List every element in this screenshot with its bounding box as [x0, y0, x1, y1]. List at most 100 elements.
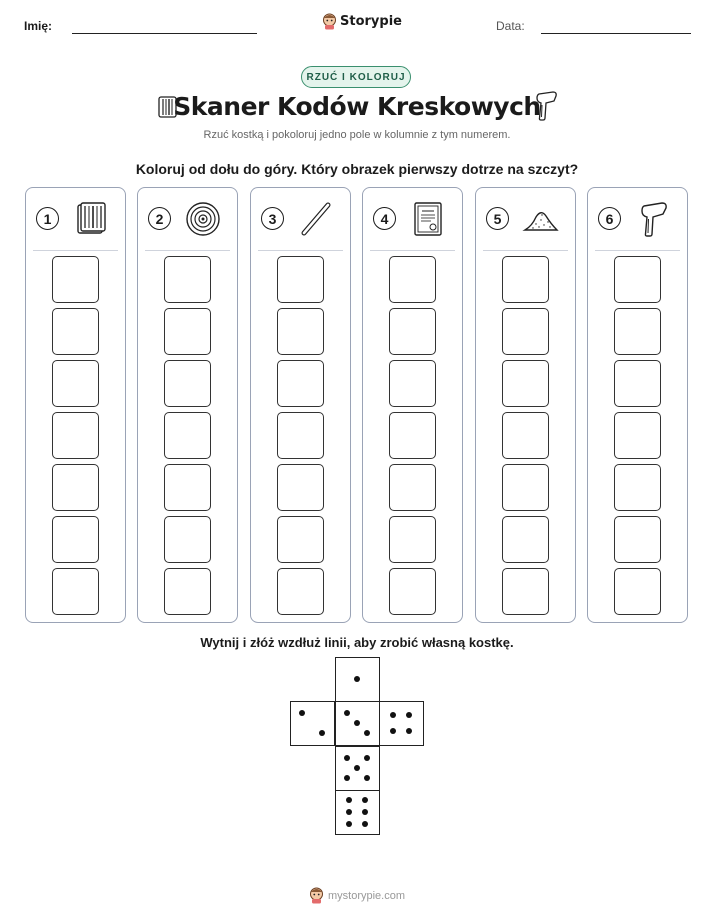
die-pip: [354, 720, 360, 726]
die-face-3: [335, 701, 380, 746]
die-face-2: [290, 701, 335, 746]
die-pip: [389, 728, 396, 735]
color-box[interactable]: [389, 412, 436, 459]
die-pip: [406, 711, 413, 718]
footer: mystorypie.com: [309, 887, 405, 904]
footer-url[interactable]: mystorypie.com: [328, 889, 406, 902]
die-pip: [362, 797, 369, 804]
color-box[interactable]: [389, 568, 436, 615]
column-divider: [145, 250, 230, 251]
color-box[interactable]: [164, 412, 211, 459]
die-face-6: [335, 790, 380, 835]
column-5: 5: [475, 187, 576, 623]
color-box[interactable]: [52, 308, 99, 355]
color-box[interactable]: [502, 464, 549, 511]
column-number: 4: [373, 207, 396, 230]
barcode-scanner-icon: [536, 91, 557, 121]
color-box[interactable]: [277, 464, 324, 511]
storypie-mascot-icon: [310, 887, 323, 904]
color-box[interactable]: [502, 308, 549, 355]
color-box[interactable]: [52, 256, 99, 303]
column-header: 5: [476, 188, 575, 250]
column-number: 2: [148, 207, 171, 230]
column-2: 2: [137, 187, 238, 623]
die-pip: [389, 711, 396, 718]
color-box[interactable]: [164, 256, 211, 303]
color-box[interactable]: [389, 308, 436, 355]
column-number: 6: [598, 207, 621, 230]
color-box[interactable]: [389, 516, 436, 563]
color-box[interactable]: [277, 516, 324, 563]
color-box[interactable]: [164, 568, 211, 615]
brand-name: Storypie: [340, 14, 402, 29]
die-pip: [345, 797, 352, 804]
sand-pile-icon: [522, 200, 560, 238]
column-number: 3: [261, 207, 284, 230]
color-box[interactable]: [389, 360, 436, 407]
die-pip: [354, 765, 360, 771]
barcode-scanner-icon: [634, 200, 672, 238]
color-box[interactable]: [277, 568, 324, 615]
color-box[interactable]: [502, 256, 549, 303]
color-box[interactable]: [614, 256, 661, 303]
column-header: 4: [363, 188, 462, 250]
color-box[interactable]: [164, 464, 211, 511]
color-box[interactable]: [52, 412, 99, 459]
activity-badge: RZUĆ I KOLORUJ: [301, 66, 411, 88]
barcode-cards-icon: [158, 96, 177, 118]
column-header: 3: [251, 188, 350, 250]
color-box[interactable]: [164, 360, 211, 407]
die-pip: [318, 729, 325, 736]
column-6: 6: [587, 187, 688, 623]
color-box[interactable]: [52, 516, 99, 563]
column-number: 1: [36, 207, 59, 230]
color-box[interactable]: [277, 256, 324, 303]
color-box[interactable]: [52, 464, 99, 511]
die-pip: [406, 728, 413, 735]
column-divider: [483, 250, 568, 251]
color-box[interactable]: [277, 308, 324, 355]
color-box[interactable]: [52, 568, 99, 615]
color-box[interactable]: [52, 360, 99, 407]
column-divider: [595, 250, 680, 251]
die-pip: [354, 676, 360, 682]
color-box[interactable]: [502, 516, 549, 563]
color-box[interactable]: [277, 360, 324, 407]
color-box[interactable]: [614, 464, 661, 511]
column-divider: [258, 250, 343, 251]
column-4: 4: [362, 187, 463, 623]
color-box[interactable]: [614, 360, 661, 407]
die-face-1: [335, 657, 380, 702]
die-pip: [363, 729, 370, 736]
column-number: 5: [486, 207, 509, 230]
column-header: 6: [588, 188, 687, 250]
color-box[interactable]: [277, 412, 324, 459]
page-title: Skaner Kodów Kreskowych: [173, 92, 541, 121]
die-pip: [363, 774, 370, 781]
cut-instruction: Wytnij i złóż wzdłuż linii, aby zrobić w…: [200, 635, 514, 650]
die-pip: [362, 809, 369, 815]
color-box[interactable]: [502, 360, 549, 407]
color-box[interactable]: [389, 256, 436, 303]
color-box[interactable]: [614, 516, 661, 563]
die-face-4: [379, 701, 424, 746]
column-divider: [370, 250, 455, 251]
die-face-5: [335, 746, 380, 791]
storypie-mascot-icon: [323, 13, 336, 30]
color-box[interactable]: [502, 568, 549, 615]
date-field-line[interactable]: [541, 33, 691, 34]
date-label: Data:: [496, 19, 525, 33]
name-field-line[interactable]: [72, 33, 257, 34]
color-box[interactable]: [164, 308, 211, 355]
barcode-cards-icon: [72, 200, 110, 238]
color-box[interactable]: [614, 308, 661, 355]
color-box[interactable]: [614, 412, 661, 459]
color-box[interactable]: [389, 464, 436, 511]
die-pip: [344, 710, 351, 717]
die-pip: [299, 710, 306, 717]
color-box[interactable]: [164, 516, 211, 563]
color-box[interactable]: [614, 568, 661, 615]
color-box[interactable]: [502, 412, 549, 459]
page-subtitle: Rzuć kostką i pokoloruj jedno pole w kol…: [203, 129, 511, 141]
brand-logo: Storypie: [322, 13, 402, 30]
